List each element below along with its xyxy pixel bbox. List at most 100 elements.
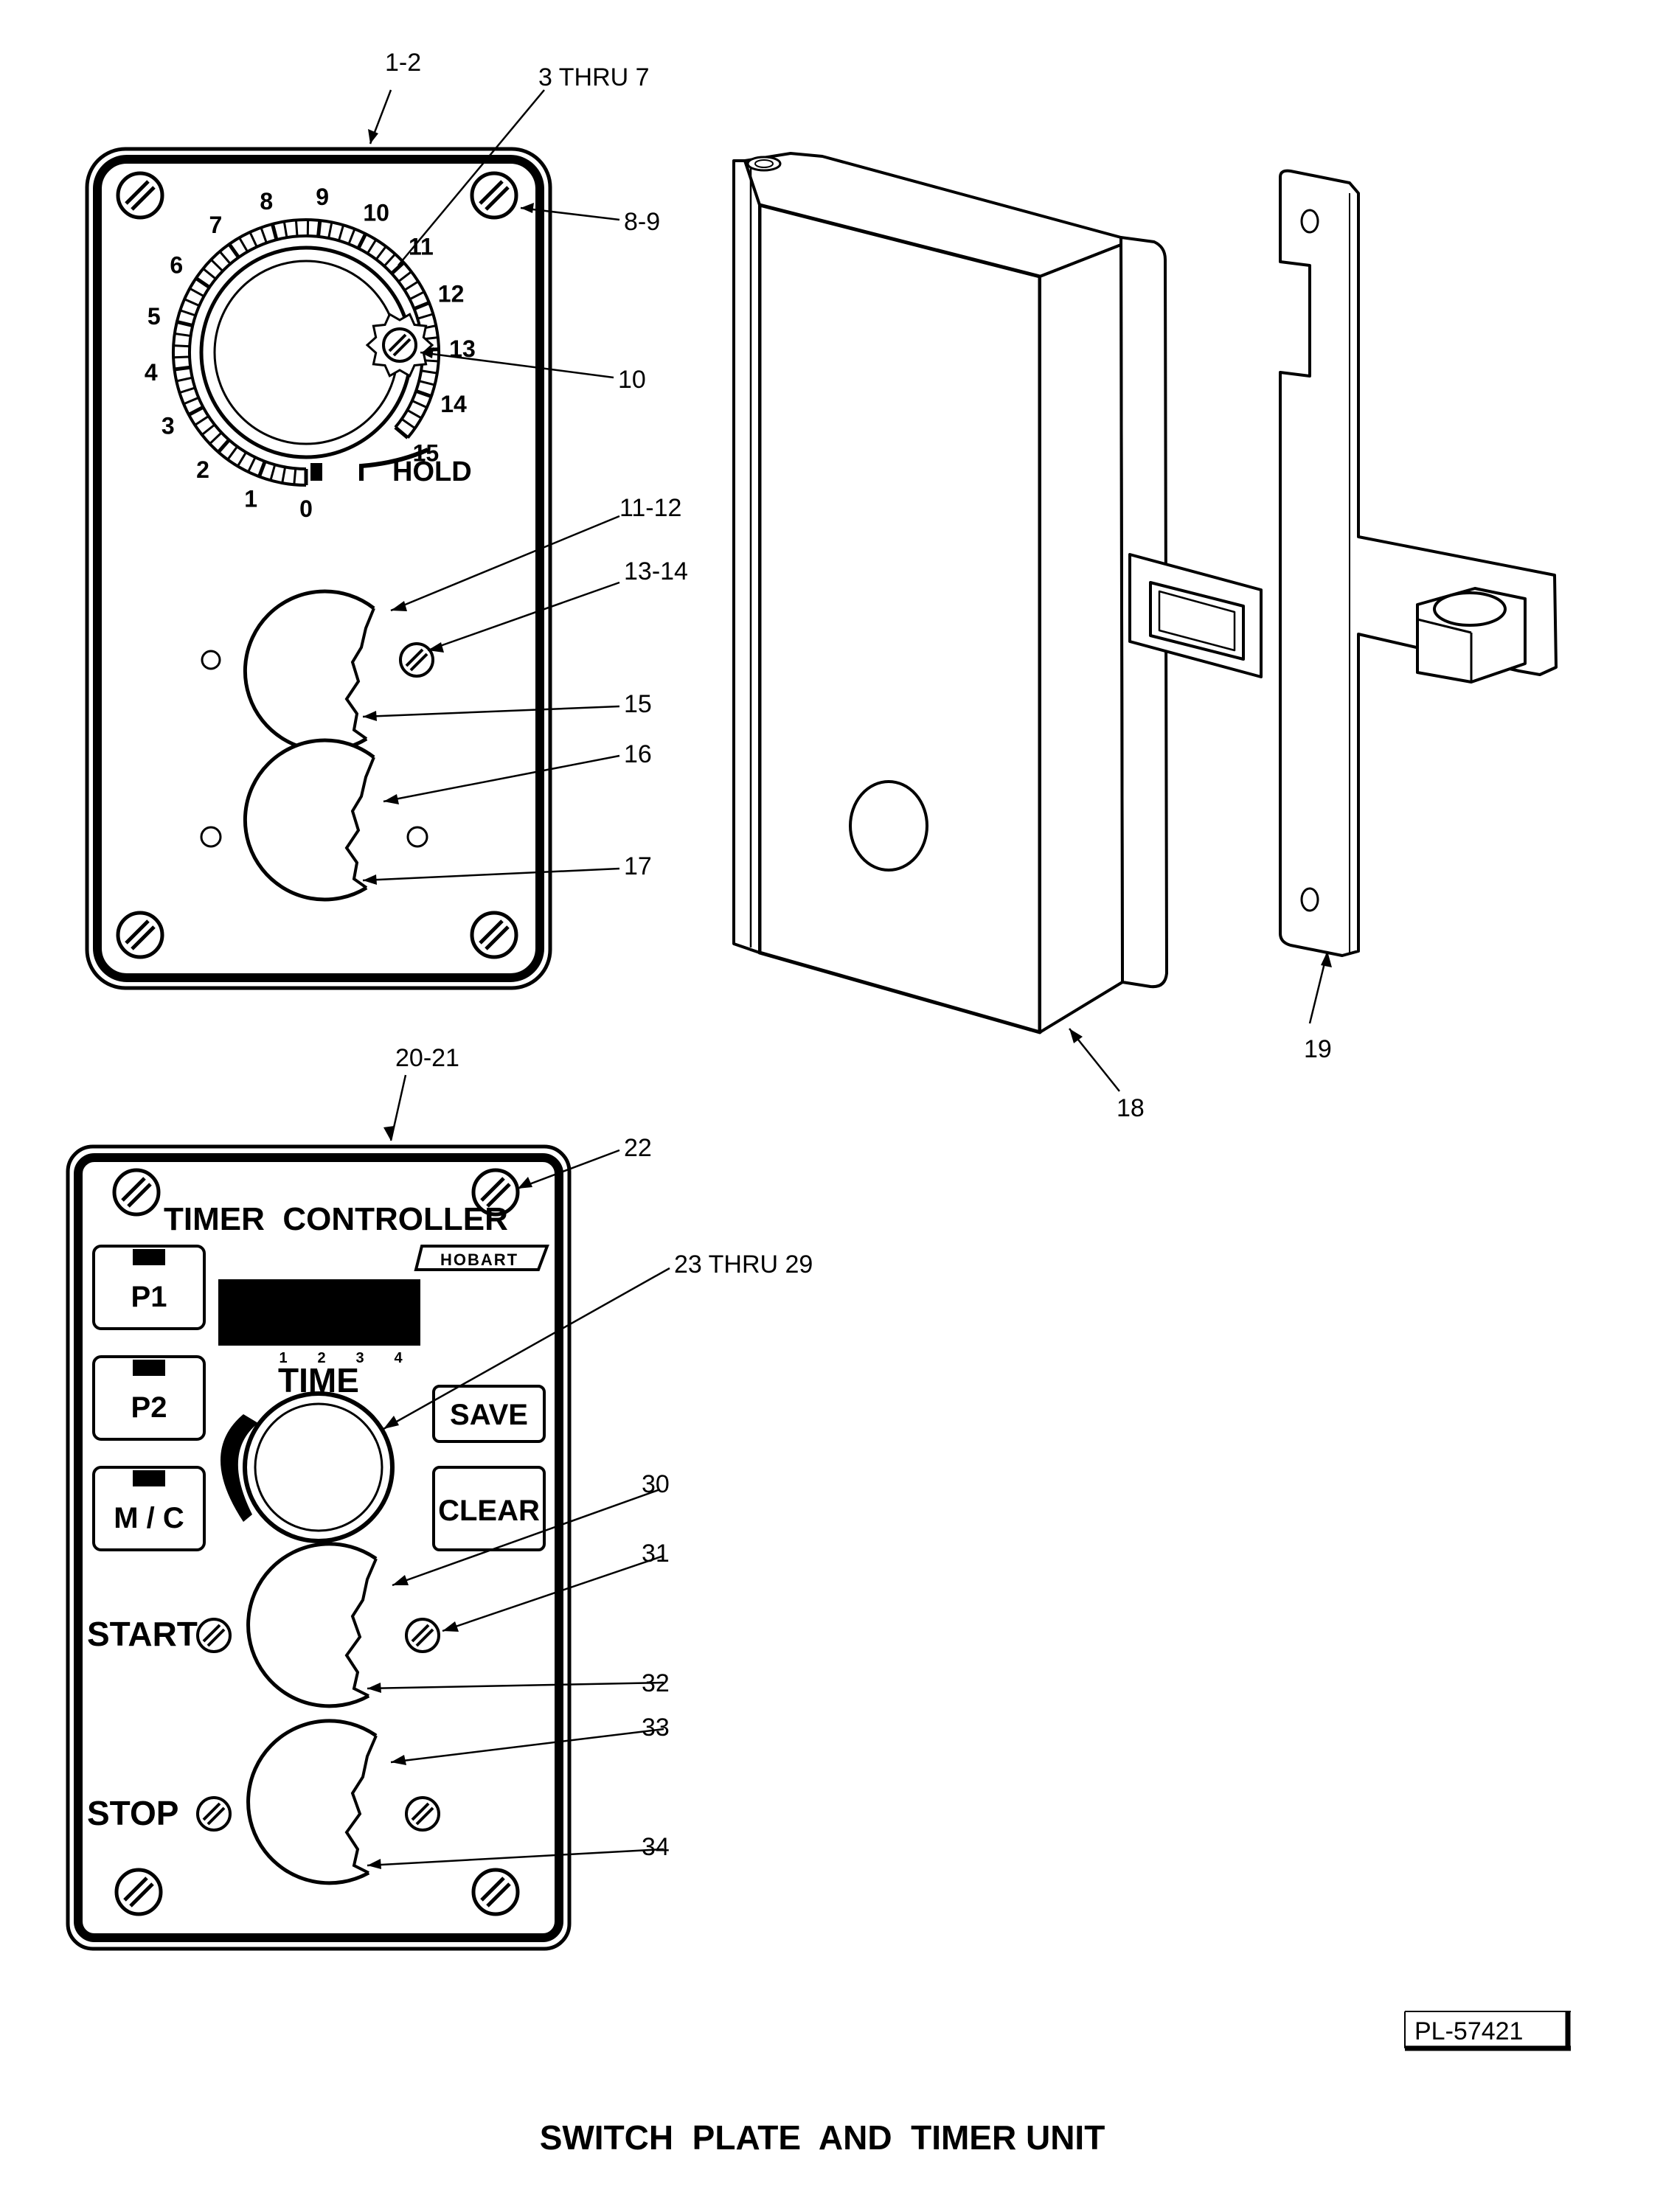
callout-17: 17 — [624, 852, 652, 880]
dial-tick — [173, 344, 190, 348]
dial-tick — [413, 301, 430, 311]
display-digit-label: 2 — [317, 1350, 325, 1366]
callout-19: 19 — [1304, 1035, 1332, 1063]
mc-indicator-led — [133, 1470, 165, 1486]
mc-label: M / C — [114, 1502, 184, 1534]
controller-screw-bottom-left — [117, 1870, 161, 1914]
dial-number: 6 — [170, 251, 183, 278]
callout-18: 18 — [1117, 1094, 1145, 1122]
callout-20-21: 20-21 — [395, 1044, 459, 1072]
callout-33: 33 — [642, 1714, 670, 1742]
clear-label: CLEAR — [438, 1495, 540, 1527]
dial-number: 8 — [260, 188, 273, 215]
dial-tick — [400, 418, 416, 430]
callout-22: 22 — [624, 1134, 652, 1162]
dial-tick — [383, 253, 396, 267]
display-digit-label: 3 — [355, 1350, 364, 1366]
dial-tick — [260, 227, 268, 243]
dial-tick — [238, 237, 249, 253]
dial-tick — [247, 456, 257, 473]
p2-button[interactable]: P2 — [92, 1355, 206, 1441]
callout-8-9: 8-9 — [624, 208, 660, 236]
time-display — [218, 1279, 420, 1346]
plate-screw-top-left — [118, 173, 162, 218]
dial-tick — [210, 259, 224, 272]
leader-lines — [362, 89, 1332, 1869]
save-label: SAVE — [450, 1399, 528, 1431]
mc-button[interactable]: M / C — [92, 1466, 206, 1551]
start-switch[interactable] — [246, 1542, 378, 1708]
rocker-switch-upper — [201, 589, 434, 753]
dial-knob — [365, 313, 434, 378]
dial-number: 1 — [244, 485, 257, 512]
dial-tick — [269, 464, 277, 481]
p1-label: P1 — [131, 1281, 167, 1313]
dial-number: 12 — [438, 281, 465, 307]
dial-tick — [417, 313, 434, 320]
plate-screw-bottom-left — [118, 913, 162, 957]
hobart-logo: HOBART — [414, 1245, 549, 1271]
dial-tick — [179, 386, 195, 394]
dial-tick — [281, 467, 287, 484]
dial-number: 3 — [162, 413, 175, 439]
dial-number: 5 — [147, 303, 161, 330]
figure-id: PL-57421 — [1414, 2017, 1523, 2045]
dial-number: 9 — [316, 184, 329, 210]
dial-tick — [176, 376, 193, 383]
dial-tick — [327, 222, 333, 239]
dial-tick — [397, 271, 412, 283]
start-label: START — [87, 1615, 198, 1653]
p1-button[interactable]: P1 — [92, 1245, 206, 1330]
hold-label: HOLD — [392, 456, 472, 487]
dial-tick — [390, 261, 406, 275]
dial-tick — [217, 438, 231, 453]
stop-switch[interactable] — [246, 1719, 378, 1885]
dial-number: 4 — [145, 359, 158, 386]
dial-tick — [294, 220, 299, 237]
dial-tick — [189, 287, 205, 298]
callout-32: 32 — [642, 1669, 670, 1697]
dial-tick — [226, 445, 238, 461]
stop-label: STOP — [87, 1794, 178, 1832]
callout-11-12: 11-12 — [619, 494, 681, 522]
plate-screw-bottom-right — [472, 913, 516, 957]
dial-tick — [179, 309, 196, 317]
display-digit-label: 1 — [279, 1350, 287, 1366]
dial-number: 7 — [209, 212, 222, 238]
dial-tick — [420, 369, 438, 375]
save-button[interactable]: SAVE — [432, 1385, 546, 1443]
dial-tick — [409, 291, 425, 301]
dial-tick — [187, 405, 204, 417]
dial-tick — [412, 400, 428, 409]
mounting-bracket — [1279, 169, 1558, 957]
dial-tick — [195, 276, 211, 289]
p2-indicator-led — [133, 1360, 165, 1376]
dial-number: 14 — [440, 391, 467, 417]
dial-tick — [293, 468, 297, 485]
callout-30: 30 — [642, 1470, 670, 1498]
dial-tick — [403, 280, 419, 291]
dial-tick — [337, 224, 345, 241]
dial-tick — [356, 233, 368, 249]
panel-title: TIMER CONTROLLER — [164, 1201, 508, 1237]
callout-34: 34 — [642, 1833, 670, 1861]
dial-tick — [202, 268, 217, 280]
timer-housing — [732, 152, 1263, 1034]
time-arrow-icon — [221, 1414, 258, 1522]
callout-13-14: 13-14 — [624, 557, 688, 585]
callout-10: 10 — [618, 366, 646, 394]
plate-screw-top-right — [472, 173, 516, 218]
time-knob[interactable] — [243, 1391, 395, 1543]
callout-labels: 1-2 3 THRU 7 8-9 10 11-12 13-14 15 16 17… — [385, 49, 1332, 1861]
dial-tick — [415, 389, 432, 398]
dial-tick — [174, 332, 191, 338]
dial-tick — [271, 223, 279, 240]
p2-label: P2 — [131, 1391, 167, 1424]
dial-tick — [173, 355, 190, 359]
dial-tick — [174, 365, 191, 372]
